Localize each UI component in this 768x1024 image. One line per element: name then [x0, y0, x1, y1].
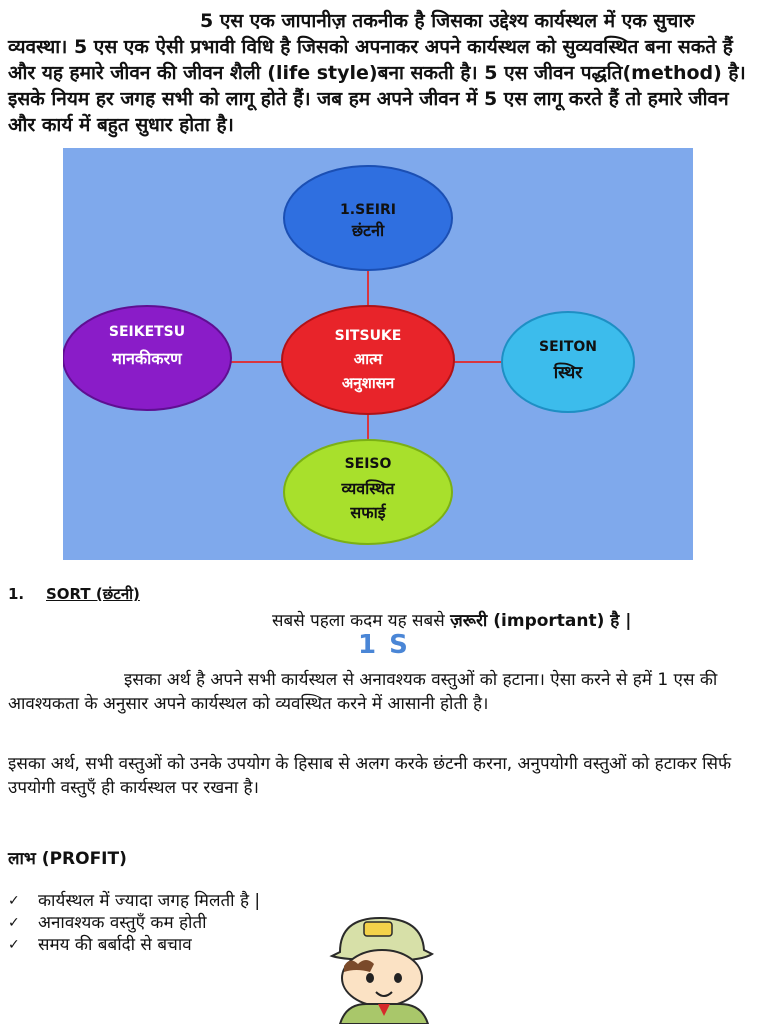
intro-paragraph: 5 एस एक जापानीज़ तकनीक है जिसका उद्देश्य…: [8, 8, 760, 138]
list-item: ✓ कार्यस्थल में ज्यादा जगह मिलती है |: [8, 890, 260, 912]
node-sitsuke-subtitle-line1: आत्म: [354, 350, 384, 368]
node-seiso-subtitle-line2: सफाई: [349, 503, 386, 522]
profit-title: लाभ (PROFIT): [8, 849, 127, 869]
node-seiton: [501, 311, 635, 413]
paragraph-1-text: इसका अर्थ है अपने सभी कार्यस्थल से अनावश…: [8, 670, 718, 714]
list-item: ✓ अनावश्यक वस्तुएँ कम होती: [8, 912, 260, 934]
checkmark-icon: ✓: [8, 893, 20, 909]
node-seiso-subtitle-line1: व्यवस्थित: [340, 479, 395, 498]
profit-item-text: समय की बर्बादी से बचाव: [38, 935, 192, 955]
section-title-text: SORT (छंटनी): [46, 585, 140, 603]
section-title: 1. SORT (छंटनी): [8, 584, 140, 604]
node-seiton-subtitle: स्थिर: [553, 362, 584, 383]
eye-right-icon: [394, 973, 402, 983]
heading-1s: 1 S: [358, 630, 410, 660]
node-seiketsu-title: SEIKETSU: [109, 324, 185, 340]
paragraph-1: इसका अर्थ है अपने सभी कार्यस्थल से अनावश…: [8, 668, 760, 716]
node-seiton-title: SEITON: [539, 339, 597, 355]
node-seiri-title: 1.SEIRI: [340, 202, 396, 218]
profit-item-text: कार्यस्थल में ज्यादा जगह मिलती है |: [38, 891, 261, 911]
hair-icon: [344, 960, 374, 972]
important-prefix: सबसे पहला कदम यह सबसे: [272, 611, 445, 631]
intro-text: 5 एस एक जापानीज़ तकनीक है जिसका उद्देश्य…: [8, 10, 746, 136]
eye-left-icon: [366, 973, 374, 983]
section-number: 1.: [8, 585, 25, 603]
important-line: सबसे पहला कदम यह सबसे ज़रूरी (important)…: [272, 608, 631, 631]
node-seiri: [283, 165, 453, 271]
node-seiso-title: SEISO: [345, 456, 392, 472]
five-s-diagram: 1.SEIRI छंटनी SEITON स्थिर SEISO व्यवस्थ…: [63, 148, 693, 560]
worker-mascot-illustration: [329, 916, 434, 1024]
node-seiketsu: [63, 305, 232, 411]
smile-icon: [375, 991, 393, 997]
face-icon: [341, 949, 423, 1007]
checkmark-icon: ✓: [8, 937, 20, 953]
node-seiso: [283, 439, 453, 545]
checkmark-icon: ✓: [8, 915, 20, 931]
node-seiri-subtitle: छंटनी: [351, 221, 385, 240]
five-s-diagram-svg: 1.SEIRI छंटनी SEITON स्थिर SEISO व्यवस्थ…: [63, 165, 635, 545]
profit-list: ✓ कार्यस्थल में ज्यादा जगह मिलती है | ✓ अन…: [8, 890, 260, 956]
cap-badge-icon: [363, 921, 393, 937]
node-sitsuke-subtitle-line2: अनुशासन: [342, 374, 395, 393]
profit-item-text: अनावश्यक वस्तुएँ कम होती: [38, 913, 207, 933]
node-sitsuke-title: SITSUKE: [335, 328, 402, 344]
node-sitsuke: [281, 305, 455, 415]
node-seiketsu-subtitle: मानकीकरण: [111, 349, 183, 368]
list-item: ✓ समय की बर्बादी से बचाव: [8, 934, 260, 956]
tie-icon: [378, 1004, 390, 1016]
important-bold: ज़रूरी (important) है |: [450, 611, 632, 631]
paragraph-2: इसका अर्थ, सभी वस्तुओं को उनके उपयोग के …: [8, 754, 732, 798]
